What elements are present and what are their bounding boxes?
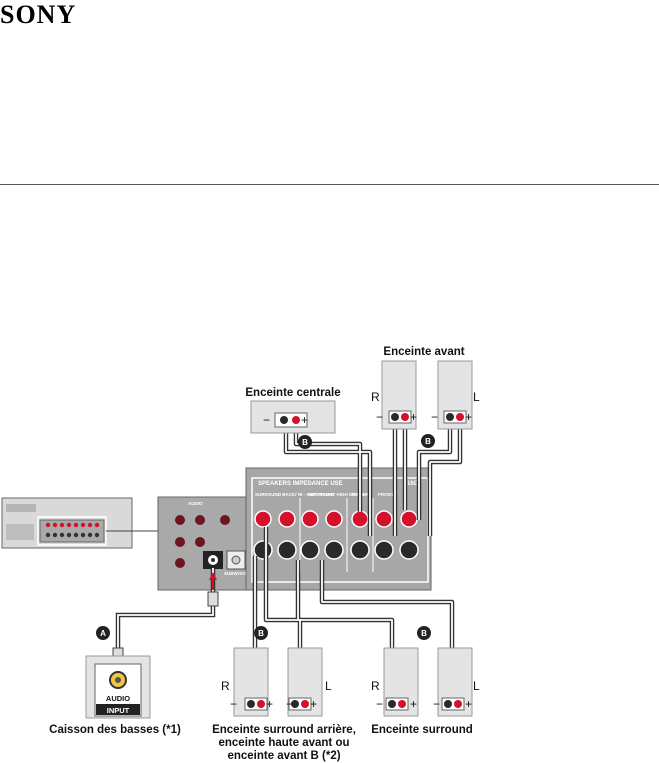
av-receiver xyxy=(1,497,158,549)
surround-left-mark: L xyxy=(473,679,480,693)
front-speaker-label: Enceinte avant xyxy=(383,346,464,358)
svg-text:B: B xyxy=(258,629,264,638)
subwoofer-cable xyxy=(112,568,219,663)
surround-back-label-line2: enceinte haute avant ou xyxy=(218,737,349,749)
subwoofer: AUDIO INPUT xyxy=(85,655,151,719)
surround-back-label-line1: Enceinte surround arrière, xyxy=(212,724,356,736)
impedance-label: -16Ω xyxy=(405,481,419,487)
front-speaker-left: − + xyxy=(431,360,473,430)
svg-text:+: + xyxy=(310,697,317,711)
svg-text:−: − xyxy=(263,413,270,427)
center-speaker: − + xyxy=(250,400,336,434)
svg-text:−: − xyxy=(433,697,440,711)
svg-text:+: + xyxy=(410,410,417,424)
group-surround-back-label: SURROUND BACK/ HI - AMP / FRONT HIGH / F… xyxy=(255,492,372,497)
speakers-title: SPEAKERS IMPEDANCE USE xyxy=(258,481,343,487)
front-left-mark: L xyxy=(473,390,480,404)
rear-panel: AUDIO SUBWOOFER OUT SPEAKERS IMPEDANCE U… xyxy=(157,467,432,591)
svg-text:+: + xyxy=(465,410,472,424)
subwoofer-label: Caisson des basses (*1) xyxy=(49,724,181,736)
surround-back-speaker-right: − + xyxy=(230,647,273,717)
svg-text:B: B xyxy=(425,437,431,446)
surround-back-label-line3: enceinte avant B (*2) xyxy=(227,750,340,762)
svg-text:+: + xyxy=(410,697,417,711)
header-divider xyxy=(0,184,659,185)
audio-title: AUDIO xyxy=(188,501,203,506)
group-front-label: FRONT xyxy=(378,492,394,497)
group-surround-label: SURROUND xyxy=(308,492,335,497)
sony-logo: SONY xyxy=(0,0,77,29)
surround-back-left-mark: L xyxy=(325,679,332,693)
badge-b-surround: B xyxy=(417,626,431,640)
subwoofer-input-audio: AUDIO xyxy=(106,694,130,703)
svg-text:−: − xyxy=(376,697,383,711)
svg-text:+: + xyxy=(301,413,308,427)
subwoofer-out-label: SUBWOOFER OUT xyxy=(224,571,265,576)
surround-right-mark: R xyxy=(371,679,380,693)
badge-b-center: B xyxy=(298,435,312,449)
svg-text:−: − xyxy=(230,697,237,711)
badge-a: A xyxy=(96,626,110,640)
subwoofer-input-input: INPUT xyxy=(107,706,130,715)
badge-b-surround-back: B xyxy=(254,626,268,640)
surround-back-right-mark: R xyxy=(221,679,230,693)
svg-text:A: A xyxy=(100,629,106,638)
svg-text:−: − xyxy=(376,410,383,424)
svg-text:−: − xyxy=(286,697,293,711)
svg-text:+: + xyxy=(266,697,273,711)
svg-text:+: + xyxy=(465,697,472,711)
surround-speaker-label: Enceinte surround xyxy=(371,724,473,736)
front-right-mark: R xyxy=(371,390,380,404)
front-speaker-right: − + xyxy=(376,360,417,430)
surround-back-speaker-left: − + xyxy=(286,647,323,717)
badge-b-front: B xyxy=(421,434,435,448)
surround-speaker-left: − + xyxy=(433,647,473,717)
svg-text:−: − xyxy=(431,410,438,424)
svg-text:B: B xyxy=(302,438,308,447)
svg-text:B: B xyxy=(421,629,427,638)
center-speaker-label: Enceinte centrale xyxy=(245,387,340,399)
surround-speaker-right: − + xyxy=(376,647,419,717)
